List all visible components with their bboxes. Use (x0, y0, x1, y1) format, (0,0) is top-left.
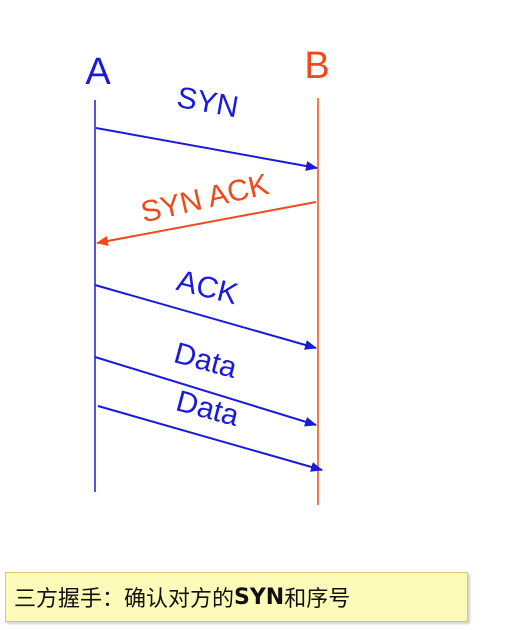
participant-a-label: A (85, 51, 111, 93)
data-label-1: Data (171, 337, 241, 385)
syn-ack-arrow (96, 201, 317, 246)
caption-bold: SYN (234, 584, 285, 610)
caption-prefix: 三方握手：确认对方的 (14, 587, 235, 612)
data-label-2: Data (173, 385, 243, 433)
caption-suffix: 和序号 (284, 587, 351, 612)
data-arrow-2 (97, 405, 323, 472)
participant-b-label: B (304, 45, 329, 87)
data-arrow-1 (94, 356, 317, 427)
ack-label: ACK (173, 264, 241, 311)
syn-ack-label: SYN ACK (138, 168, 272, 229)
syn-label: SYN (174, 81, 240, 124)
syn-arrow (95, 127, 318, 171)
ack-arrow (94, 284, 317, 350)
